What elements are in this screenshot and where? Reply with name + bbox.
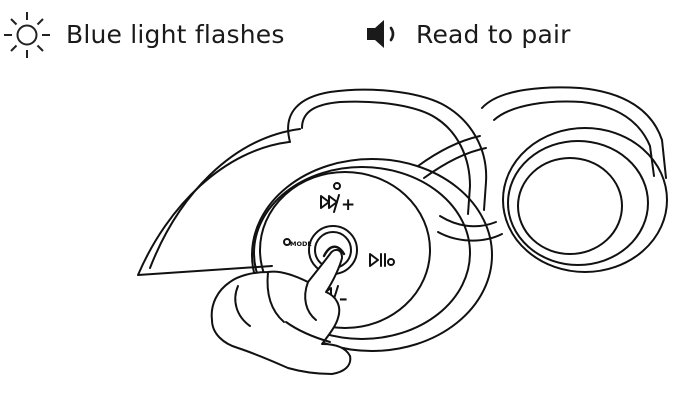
neckband-inner-line — [149, 128, 301, 269]
sound-status-caption: Read to pair — [364, 14, 571, 54]
connecting-band-inner — [423, 147, 487, 179]
light-status-caption: Blue light flashes — [0, 12, 285, 58]
mode-label: MODE — [290, 240, 312, 248]
phone-icon — [322, 245, 346, 258]
right-ear-hook — [481, 86, 667, 179]
volume-up-label: + — [341, 195, 355, 215]
right-earcup-outer — [502, 127, 668, 273]
right-ear-hook-inner — [493, 100, 655, 177]
hook-channel — [439, 215, 497, 228]
sound-caption-text: Read to pair — [416, 19, 571, 49]
speaker-icon — [367, 20, 395, 48]
next-track-icon — [320, 195, 338, 209]
play-icon — [369, 253, 379, 267]
hook-channel-inner — [437, 231, 503, 242]
right-earcup-center — [517, 157, 623, 255]
indicator-left — [283, 238, 291, 246]
control-panel-face — [259, 171, 431, 329]
volume-down-label: – — [339, 289, 348, 309]
left-earcup-rim — [253, 166, 471, 340]
indicator-top — [333, 182, 341, 190]
left-ear-hook — [287, 88, 488, 211]
pointing-hand-icon — [210, 248, 352, 375]
right-earcup-rim — [507, 140, 649, 266]
left-earcup-housing — [251, 158, 493, 352]
sun-burst-icon — [4, 12, 50, 58]
indicator-right — [387, 258, 395, 266]
connecting-band — [417, 135, 481, 167]
next-track-slash — [333, 194, 340, 213]
light-caption-text: Blue light flashes — [66, 19, 285, 49]
